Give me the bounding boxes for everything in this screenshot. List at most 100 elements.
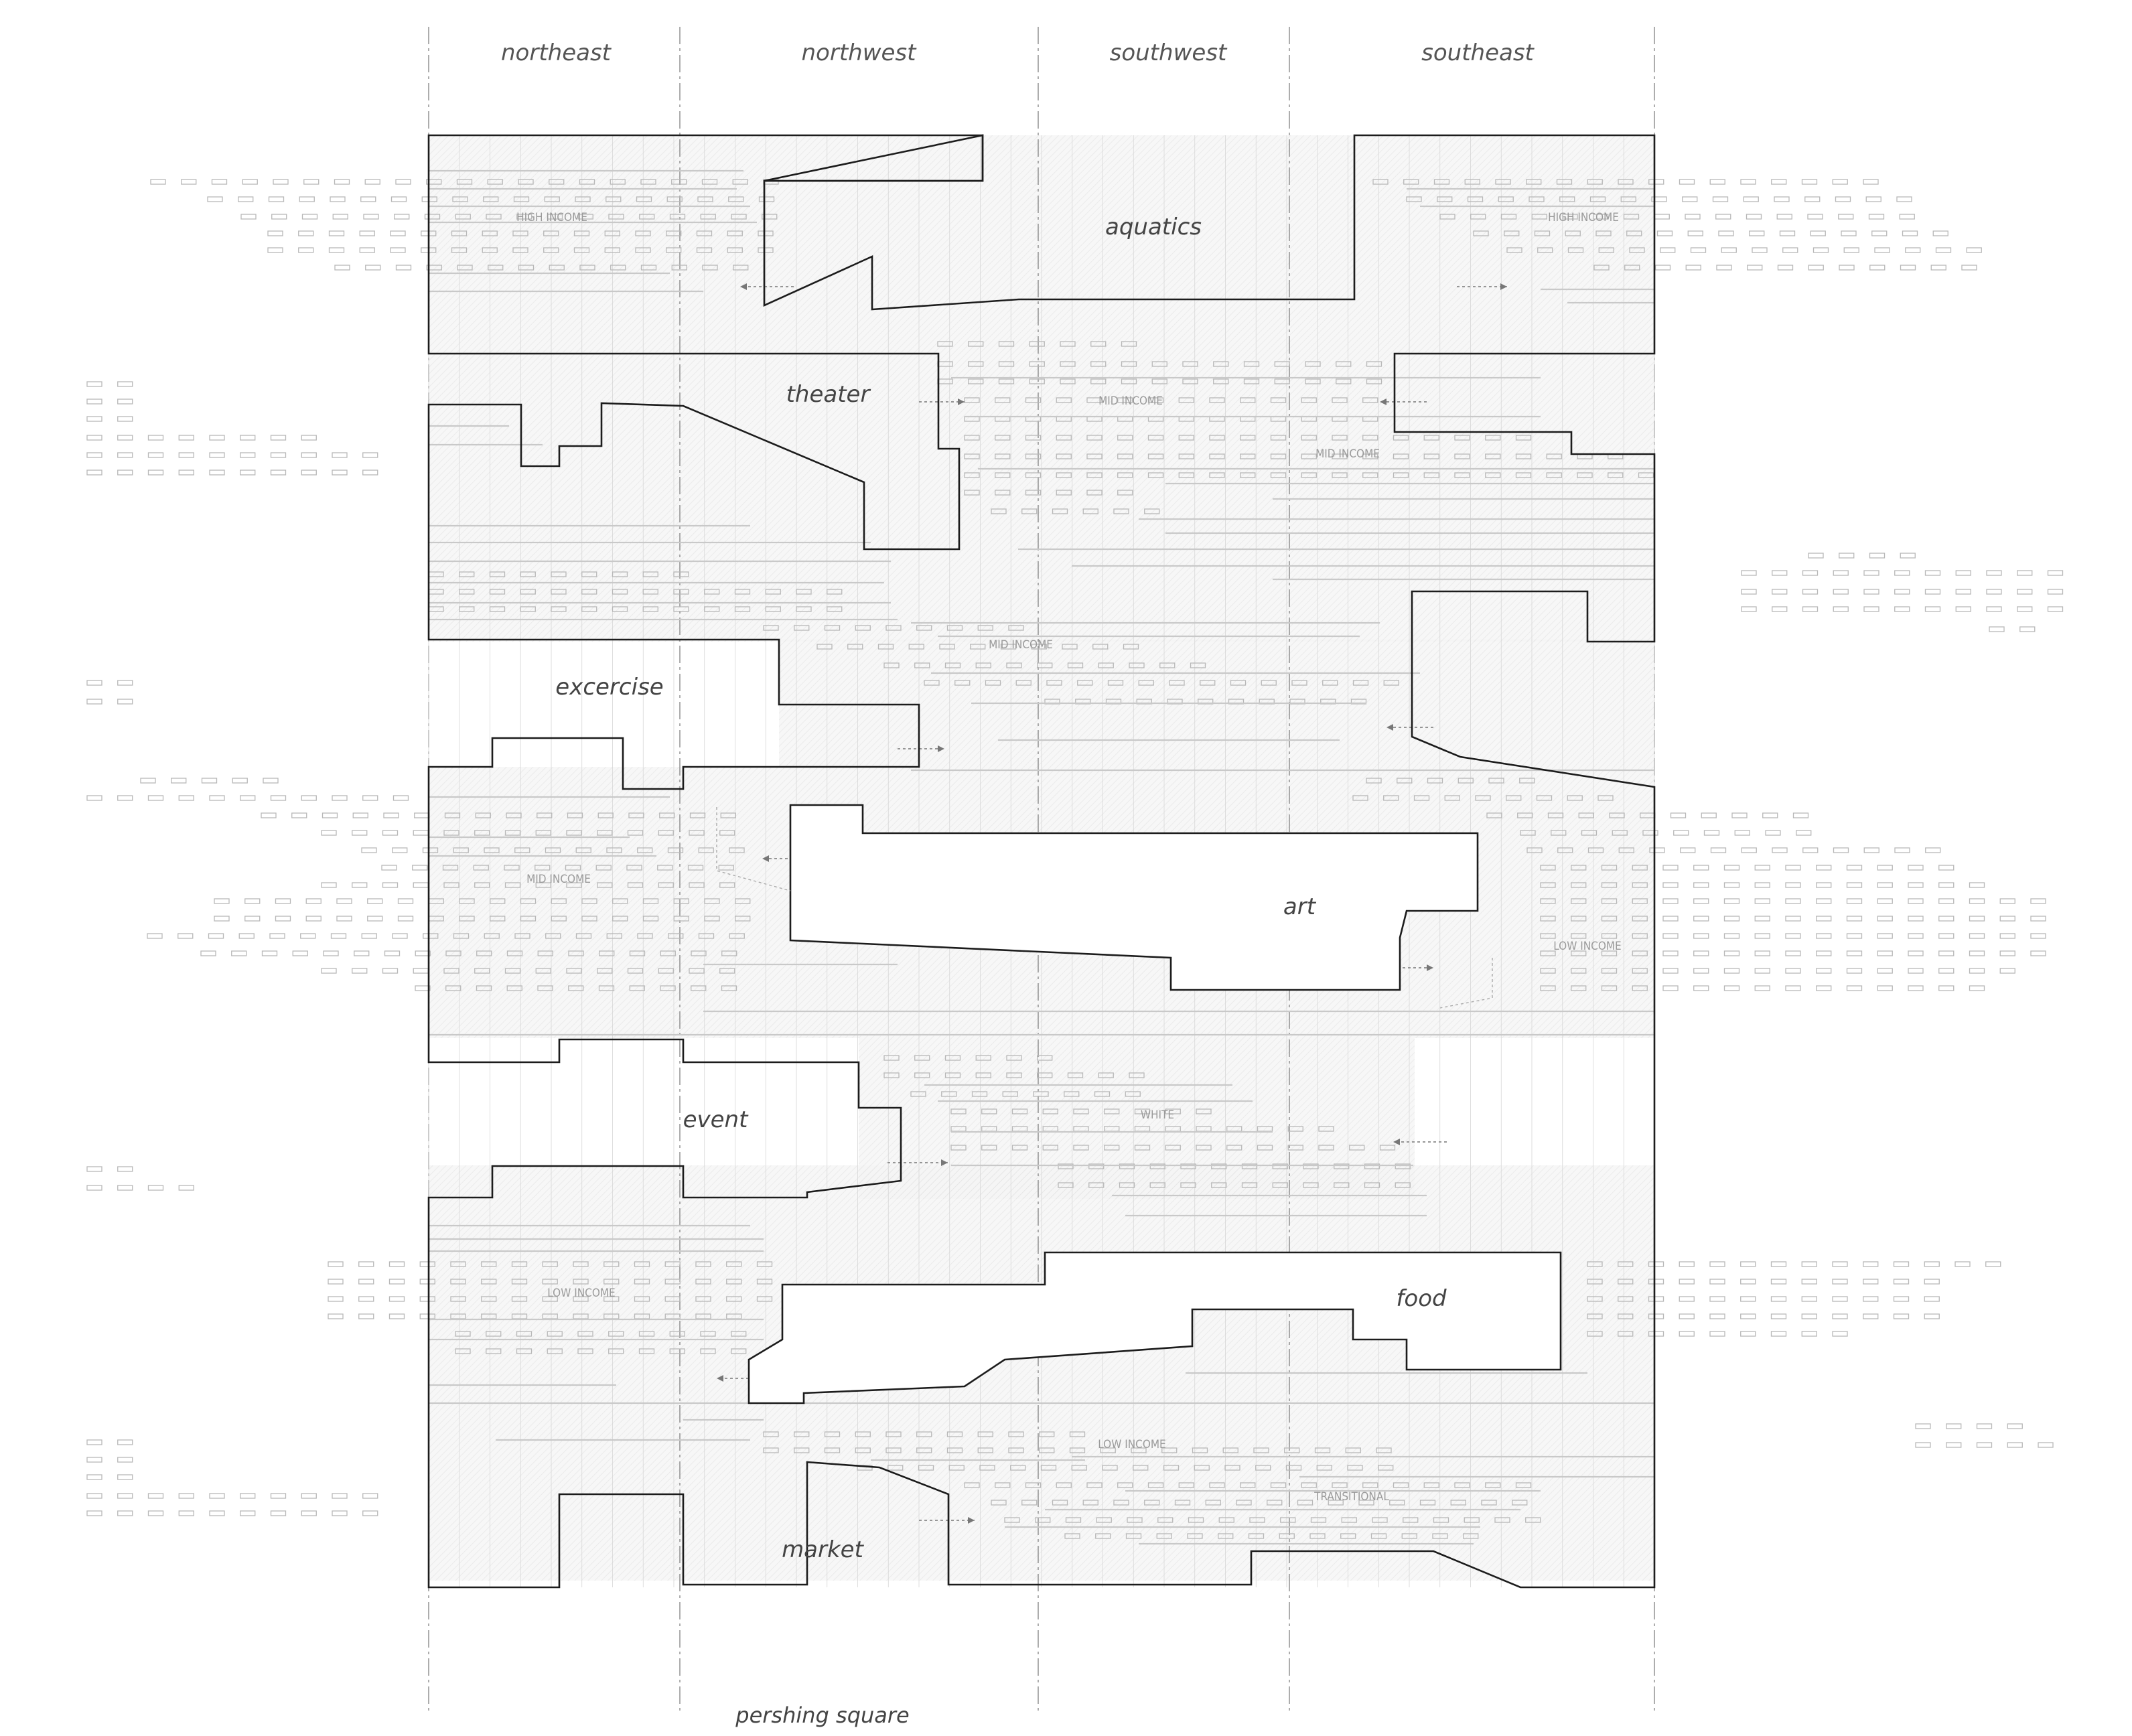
census-block [1734,830,1750,836]
census-block [762,214,778,220]
census-block [1301,453,1317,459]
census-block [1125,1533,1142,1539]
census-block [270,469,287,476]
census-block [1253,1447,1269,1453]
census-block [991,1500,1007,1506]
census-block [1284,1447,1300,1453]
census-block [946,1447,963,1453]
census-block [606,847,622,853]
census-block [459,589,475,595]
census-block [1779,230,1796,236]
census-block [1226,1145,1242,1151]
census-block [1454,472,1470,478]
census-block [459,916,475,922]
census-block [1601,968,1618,974]
census-block [1305,361,1321,367]
census-block [1924,589,1941,595]
census-block [1662,985,1679,991]
census-block [332,1510,348,1516]
census-block [506,812,522,818]
census-block [298,247,314,253]
census-block [1450,1500,1466,1506]
census-block [1648,1296,1664,1302]
census-block [575,933,592,939]
income-label: MID INCOME [989,638,1053,652]
census-block [1741,606,1757,612]
census-block [603,1296,620,1302]
census-block [482,230,498,236]
census-block [1801,1313,1817,1319]
census-block [979,1465,995,1471]
census-block [214,916,230,922]
census-block [883,1072,900,1078]
census-block [394,214,410,220]
census-block [1095,1533,1111,1539]
census-block [486,1348,502,1354]
census-block [1571,985,1587,991]
census-block [1581,830,1597,836]
census-block [1846,898,1863,904]
census-block [1846,882,1863,888]
census-block [512,230,528,236]
census-block [1877,985,1893,991]
census-block [1272,1163,1288,1169]
census-block [1336,361,1352,367]
census-block [642,589,658,595]
census-block [671,265,687,271]
census-block [1547,812,1564,818]
census-block [1314,1447,1331,1453]
census-block [1119,1182,1135,1188]
census-block [323,950,339,956]
census-block [1025,453,1042,459]
census-block [1679,1313,1695,1319]
census-block [2017,589,2033,595]
census-block [1802,847,1819,853]
census-block [794,625,810,631]
census-block [1157,1517,1174,1523]
census-block [1863,1296,1879,1302]
census-block [612,898,628,904]
census-block [1559,196,1575,202]
census-block [336,916,352,922]
census-block [473,865,489,871]
census-block [1743,196,1759,202]
census-block [664,1279,681,1285]
census-block [482,247,498,253]
census-block [1969,916,1985,922]
census-block [734,589,751,595]
census-block [638,1331,655,1337]
census-block [181,179,197,185]
census-block [86,1493,102,1499]
census-block [1156,1533,1172,1539]
census-block [1209,453,1225,459]
census-block [577,214,593,220]
census-block [117,1457,133,1463]
census-block [1772,847,1788,853]
census-block [1015,680,1032,686]
census-block [303,179,319,185]
census-block [147,933,163,939]
census-block [1955,589,1971,595]
census-block [1679,1331,1695,1337]
census-block [395,179,411,185]
census-block [1270,435,1287,441]
census-block [413,968,429,974]
census-block [1955,570,1971,576]
census-block [1121,341,1137,347]
census-block [1403,1517,1419,1523]
census-block [86,699,102,705]
census-block [1754,898,1770,904]
census-block [1240,1482,1256,1488]
census-block [392,933,408,939]
census-block [486,214,502,220]
census-block [887,1465,904,1471]
census-block [1632,933,1648,939]
census-block [1946,1442,1962,1448]
census-block [1458,778,1474,784]
census-block [442,865,459,871]
aquatics-cutout [764,134,984,182]
census-block [86,1439,102,1445]
census-block [696,247,713,253]
census-block [117,680,133,686]
census-block [727,247,743,253]
